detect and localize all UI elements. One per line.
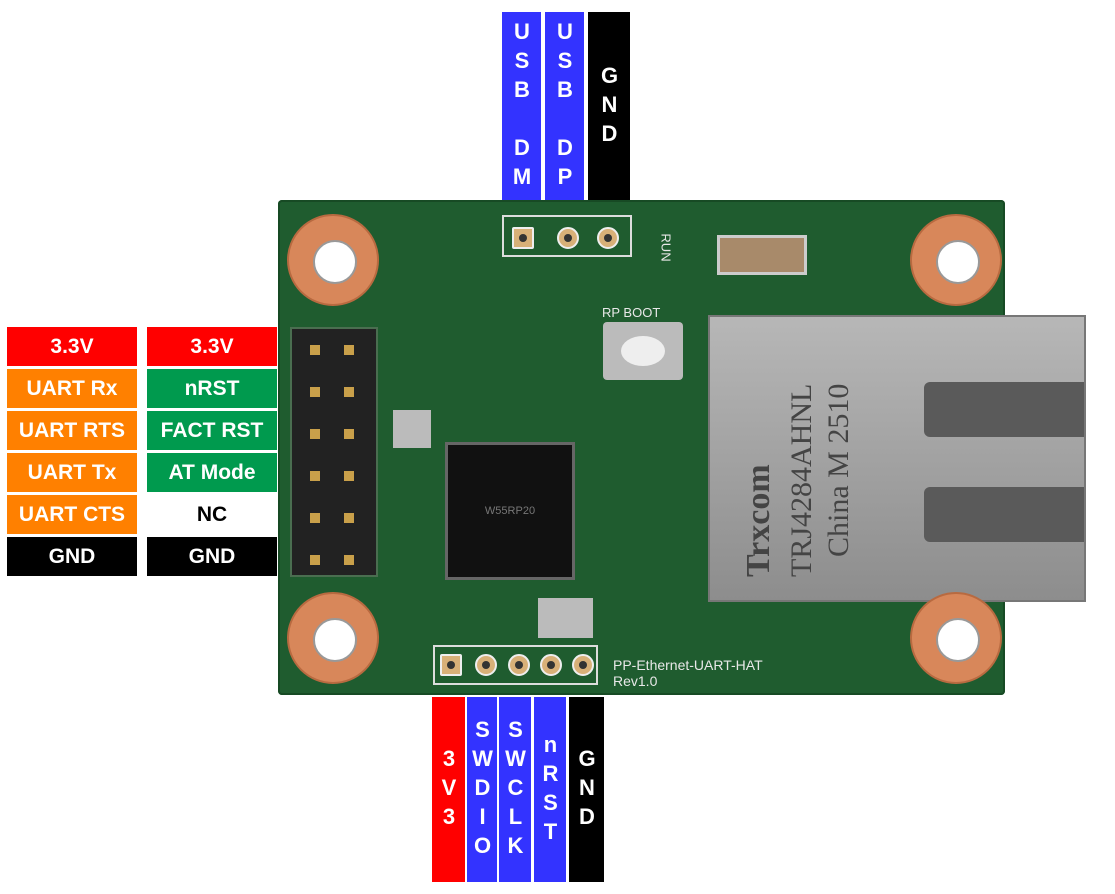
pin-label-usb-dp: USB DP — [545, 12, 584, 200]
pin-label-gnd-top: GND — [588, 12, 630, 200]
rj-brand: Trxcom — [740, 464, 777, 577]
boot-label: RP BOOT — [602, 305, 661, 320]
rj-model: TRJ4284AHNL — [785, 383, 818, 577]
mounting-hole — [287, 214, 379, 306]
mounting-hole — [287, 592, 379, 684]
board-rev: Rev1.0 — [613, 673, 658, 689]
board-name: PP-Ethernet-UART-HAT — [613, 657, 763, 673]
pin-label: 3.3V — [147, 327, 277, 366]
pin-label-gnd-bottom: GND — [569, 697, 604, 882]
pin-label: UART CTS — [7, 495, 137, 534]
pin-label: nRST — [147, 369, 277, 408]
mounting-hole — [910, 592, 1002, 684]
crystal — [393, 410, 431, 448]
pin-label: FACT RST — [147, 411, 277, 450]
pin-label: GND — [147, 537, 277, 576]
usb-pads — [502, 215, 632, 257]
chip-label: W55RP20 — [484, 505, 536, 517]
mounting-hole — [910, 214, 1002, 306]
swd-pads — [433, 645, 598, 685]
boot-button[interactable] — [603, 322, 683, 380]
capacitor — [717, 235, 807, 275]
pin-label: UART RTS — [7, 411, 137, 450]
pin-label-swclk: SWCLK — [499, 697, 531, 882]
pin-label: UART Rx — [7, 369, 137, 408]
pin-label: 3.3V — [7, 327, 137, 366]
pin-header — [290, 327, 378, 577]
pin-label: GND — [7, 537, 137, 576]
pin-label-swdio: SWDIO — [467, 697, 497, 882]
rj45-jack: Trxcom TRJ4284AHNL China M 2510 — [708, 315, 1086, 602]
crystal — [538, 598, 593, 638]
rj-origin: China M 2510 — [822, 383, 855, 557]
pin-label-3v3: 3V3 — [432, 697, 465, 882]
pin-label: UART Tx — [7, 453, 137, 492]
pin-label: NC — [147, 495, 277, 534]
pin-label-usb-dm: USB DM — [502, 12, 541, 200]
w55rp20-chip: W55RP20 — [445, 442, 575, 580]
run-label: RUN — [658, 233, 674, 262]
pin-label: AT Mode — [147, 453, 277, 492]
pin-label-nrst: nRST — [534, 697, 566, 882]
